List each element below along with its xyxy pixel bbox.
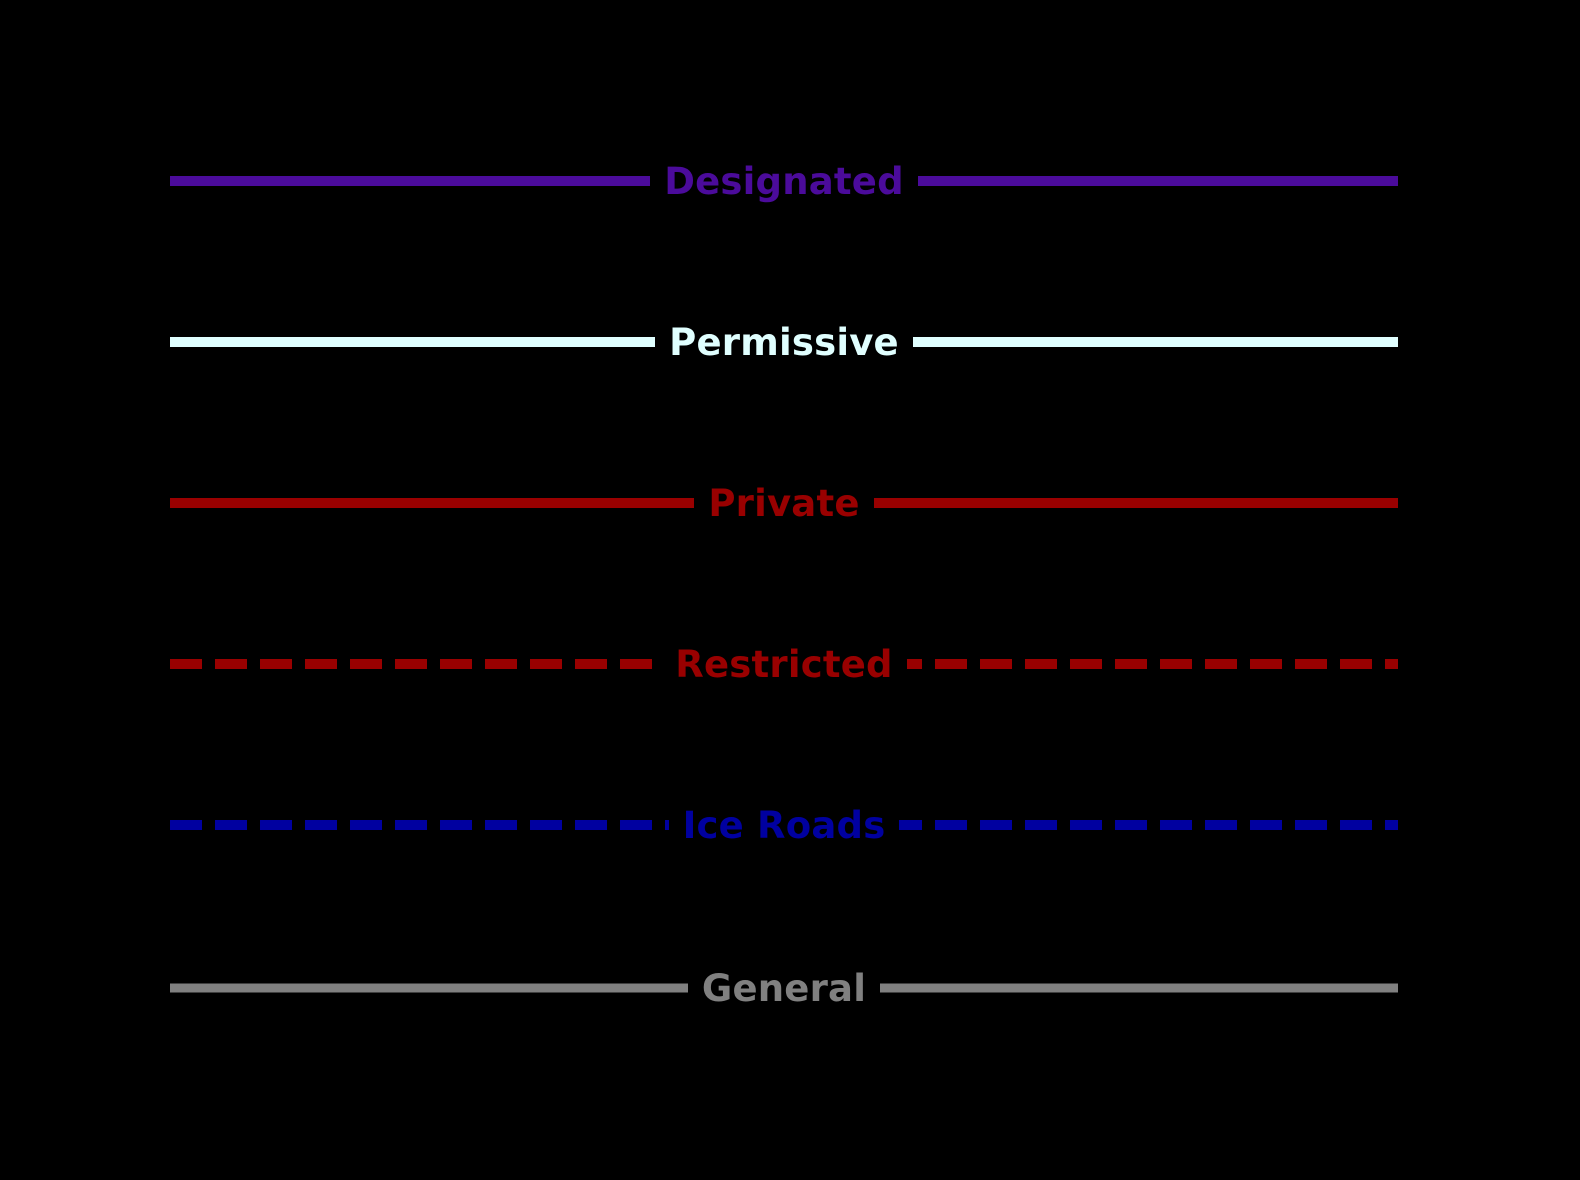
legend-item-label: Designated: [650, 162, 918, 200]
legend-item-label: Private: [694, 484, 874, 522]
legend-item: General: [170, 958, 1398, 1018]
legend-item: Designated: [170, 151, 1398, 211]
legend-item: Private: [170, 473, 1398, 533]
legend-item: Permissive: [170, 312, 1398, 372]
legend-item-label: Ice Roads: [668, 806, 900, 844]
legend-item-label: Restricted: [661, 645, 907, 683]
legend-item-label: Permissive: [655, 323, 913, 361]
legend-item-label: General: [687, 969, 881, 1007]
legend-item: Ice Roads: [170, 795, 1398, 855]
legend-item: Restricted: [170, 634, 1398, 694]
